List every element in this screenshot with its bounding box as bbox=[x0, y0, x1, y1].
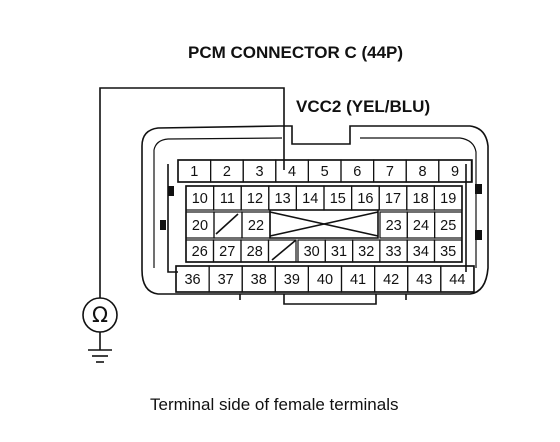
terminal-number: 8 bbox=[418, 164, 426, 180]
terminal-number: 10 bbox=[192, 191, 208, 207]
test-lead bbox=[99, 87, 285, 298]
terminal-number: 11 bbox=[220, 191, 235, 207]
terminal-number: 28 bbox=[247, 244, 263, 260]
terminal-number: 40 bbox=[317, 272, 333, 288]
terminal-number: 15 bbox=[330, 191, 346, 207]
terminal-number: 37 bbox=[218, 272, 234, 288]
ground-icon bbox=[88, 349, 112, 363]
terminal-number: 44 bbox=[449, 272, 465, 288]
terminal-number: 3 bbox=[255, 164, 263, 180]
terminal-cell bbox=[438, 159, 472, 183]
terminal-number: 34 bbox=[413, 244, 429, 260]
terminal-number: 6 bbox=[353, 164, 361, 180]
terminal-cell bbox=[440, 265, 475, 293]
terminal-cell bbox=[433, 239, 463, 263]
terminal-cell bbox=[267, 239, 297, 263]
ohmmeter-icon: Ω bbox=[82, 297, 118, 350]
terminal-number: 7 bbox=[386, 164, 394, 180]
terminal-number: 4 bbox=[288, 164, 296, 180]
latch-inner-left bbox=[168, 186, 174, 196]
caption: Terminal side of female terminals bbox=[150, 395, 398, 414]
terminal-number: 14 bbox=[302, 191, 318, 207]
latch-right-bottom bbox=[475, 230, 482, 240]
connector-title: PCM CONNECTOR C (44P) bbox=[188, 43, 403, 62]
terminal-number: 39 bbox=[284, 272, 300, 288]
terminal-cell bbox=[241, 211, 271, 239]
terminal-number: 22 bbox=[248, 218, 264, 234]
terminal-number: 31 bbox=[331, 244, 347, 260]
terminal-cell bbox=[433, 185, 463, 211]
terminal-number: 35 bbox=[440, 244, 456, 260]
terminal-number: 41 bbox=[350, 272, 366, 288]
terminal-number: 18 bbox=[413, 191, 429, 207]
terminal-number: 27 bbox=[219, 244, 235, 260]
wire-label: VCC2 (YEL/BLU) bbox=[296, 97, 430, 116]
terminal-number: 9 bbox=[451, 164, 459, 180]
terminal-number: 2 bbox=[223, 164, 231, 180]
terminal-number: 33 bbox=[385, 244, 401, 260]
terminal-number: 32 bbox=[358, 244, 374, 260]
latch-left bbox=[160, 220, 166, 230]
terminal-number: 12 bbox=[247, 191, 263, 207]
terminal-number: 43 bbox=[416, 272, 432, 288]
ohm-symbol: Ω bbox=[92, 303, 108, 327]
terminal-number: 13 bbox=[275, 191, 291, 207]
terminal-number: 16 bbox=[357, 191, 373, 207]
terminal-number: 24 bbox=[413, 218, 429, 234]
terminal-number: 5 bbox=[321, 164, 329, 180]
terminal-number: 26 bbox=[192, 244, 208, 260]
terminal-number: 42 bbox=[383, 272, 399, 288]
terminal-number: 1 bbox=[190, 164, 198, 180]
terminal-number: 20 bbox=[192, 218, 208, 234]
connector-housing bbox=[141, 125, 489, 305]
terminal-number: 30 bbox=[304, 244, 320, 260]
terminal-number: 25 bbox=[440, 218, 456, 234]
terminal-number: 38 bbox=[251, 272, 267, 288]
terminal-cell bbox=[213, 211, 243, 239]
terminal-number: 36 bbox=[184, 272, 200, 288]
terminal-cell bbox=[434, 211, 463, 239]
terminal-number: 23 bbox=[386, 218, 402, 234]
latch-right-top bbox=[475, 184, 482, 194]
terminal-number: 17 bbox=[385, 191, 401, 207]
terminal-number: 19 bbox=[440, 191, 456, 207]
